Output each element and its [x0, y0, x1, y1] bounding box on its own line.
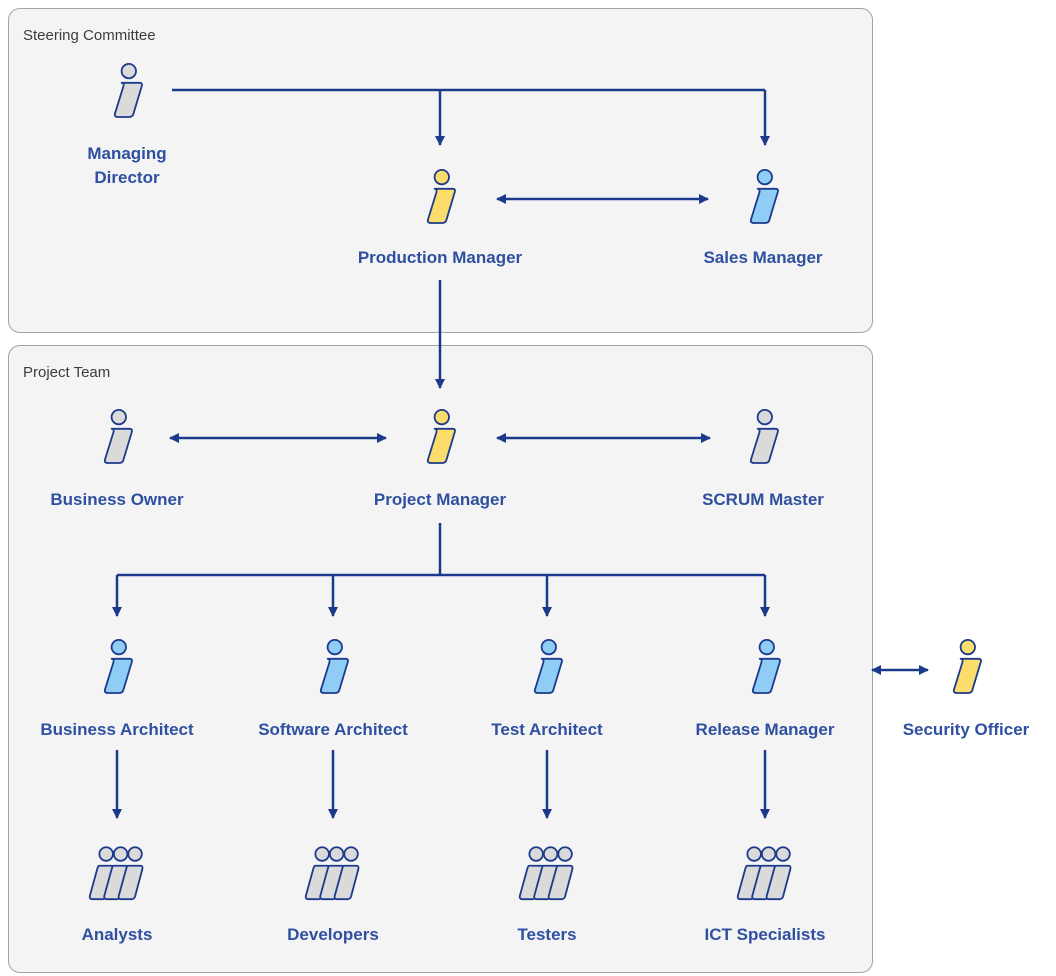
person-icon [422, 406, 458, 466]
team-testers[interactable]: Testers [442, 845, 652, 947]
role-business-owner[interactable]: Business Owner [12, 406, 222, 512]
person-icon [109, 60, 145, 120]
role-label: Security Officer [902, 720, 1030, 739]
role-software-architect[interactable]: Software Architect [228, 636, 438, 742]
role-label: SCRUM Master [702, 490, 824, 509]
role-label: Release Manager [695, 720, 835, 739]
role-sales-manager[interactable]: Sales Manager [658, 166, 868, 270]
team-developers[interactable]: Developers [228, 845, 438, 947]
role-label: Test Architect [491, 720, 603, 739]
role-label: Project Manager [373, 490, 507, 509]
role-label: Managing Director [87, 144, 167, 187]
person-icon [529, 636, 565, 696]
role-production-manager[interactable]: Production Manager [335, 166, 545, 270]
person-icon [315, 636, 351, 696]
group-label-steering-committee: Steering Committee [23, 27, 156, 44]
team-ict-specialists[interactable]: ICT Specialists [660, 845, 870, 947]
role-security-officer[interactable]: Security Officer [876, 636, 1056, 742]
person-icon [745, 406, 781, 466]
role-managing-director[interactable]: Managing Director [22, 60, 232, 190]
person-icon [422, 166, 458, 226]
group-label-project-team: Project Team [23, 364, 111, 381]
role-business-architect[interactable]: Business Architect [12, 636, 222, 742]
team-label: Developers [287, 925, 379, 944]
team-label: Analysts [81, 925, 153, 944]
team-label: Testers [517, 925, 577, 944]
role-label: Sales Manager [703, 248, 823, 267]
person-icon [948, 636, 984, 696]
team-label: ICT Specialists [704, 925, 826, 944]
person-icon [745, 166, 781, 226]
role-label: Business Owner [50, 490, 184, 509]
person-icon [747, 636, 783, 696]
role-release-manager[interactable]: Release Manager [660, 636, 870, 742]
role-label: Software Architect [258, 720, 408, 739]
role-scrum-master[interactable]: SCRUM Master [658, 406, 868, 512]
people-group-icon [84, 845, 150, 901]
team-analysts[interactable]: Analysts [12, 845, 222, 947]
person-icon [99, 636, 135, 696]
people-group-icon [732, 845, 798, 901]
people-group-icon [300, 845, 366, 901]
role-label: Business Architect [40, 720, 194, 739]
people-group-icon [514, 845, 580, 901]
role-test-architect[interactable]: Test Architect [442, 636, 652, 742]
role-label: Production Manager [357, 248, 523, 267]
person-icon [99, 406, 135, 466]
role-project-manager[interactable]: Project Manager [335, 406, 545, 512]
